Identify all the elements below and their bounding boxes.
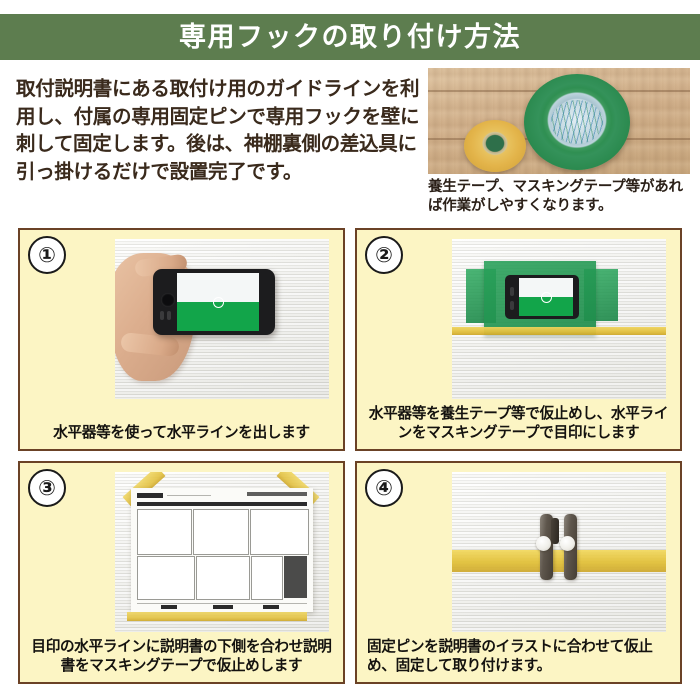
pin-head-icon	[536, 536, 551, 551]
level-screen-bottom	[519, 297, 573, 316]
step-caption-2: 水平器等を養生テープ等で仮止めし、水平ラインをマスキングテープで目印にします	[368, 405, 669, 441]
sheet-mark	[161, 605, 177, 609]
sheet-cell	[196, 556, 250, 600]
level-app-screen	[519, 278, 573, 316]
masking-tape-line	[452, 327, 666, 335]
sheet-cell	[250, 509, 309, 555]
step-caption-1: 水平器等を使って水平ラインを出します	[53, 424, 310, 441]
sheet-mark	[263, 605, 279, 609]
green-tape-roll-icon	[524, 74, 630, 170]
step-panel-2: ② 水平器等を養生テープ等で仮止めし、水平ラインを	[355, 228, 682, 451]
step-number-4: ④	[365, 469, 403, 507]
header-band: 専用フックの取り付け方法	[0, 14, 700, 60]
camera-icon	[161, 293, 175, 307]
sheet-cell-dark	[284, 556, 307, 598]
tape-note-block: 養生テープ、マスキングテープ等があれば作業がしやすくなります。	[428, 68, 690, 216]
sheet-section-bar	[137, 502, 307, 506]
intro-block: 取付説明書にある取付け用のガイドラインを利用し、付属の専用固定ピンで専用フックを…	[16, 76, 420, 187]
sheet-mark	[213, 605, 233, 609]
step-number-3: ③	[28, 469, 66, 507]
sheet-cell	[137, 556, 195, 600]
sheet-text-line	[167, 495, 211, 496]
instruction-sheet	[131, 488, 313, 612]
step-photo-3	[115, 472, 329, 632]
sheet-heading	[137, 493, 163, 498]
hook-body	[551, 518, 559, 544]
bottom-masking-tape	[127, 612, 307, 621]
phone-button-icon	[167, 311, 171, 320]
sheet-cell	[193, 509, 249, 555]
step-photo-2	[452, 239, 666, 399]
sheet-fold-line	[137, 603, 307, 604]
step-photo-4	[452, 472, 666, 632]
page-title: 専用フックの取り付け方法	[179, 21, 521, 52]
step-photo-1	[115, 239, 329, 399]
level-bubble-icon	[541, 292, 552, 303]
step-panel-4: ④ 固定ピンを説明書のイラストに合わせて仮止め、固定して取り付けます。	[355, 461, 682, 684]
step-panel-3: ③	[18, 461, 345, 684]
phone-button-icon	[510, 287, 514, 296]
masking-tape-line	[452, 550, 666, 572]
tape-note-caption: 養生テープ、マスキングテープ等があれば作業がしやすくなります。	[428, 179, 683, 214]
level-app-screen	[177, 273, 259, 331]
sheet-cell	[137, 509, 192, 555]
step-caption-4: 固定ピンを説明書のイラストに合わせて仮止め、固定して取り付けます。	[367, 638, 653, 674]
pin-head-icon	[560, 536, 575, 551]
masking-tape-roll-icon	[464, 120, 526, 172]
intro-text: 取付説明書にある取付け用のガイドラインを利用し、付属の専用固定ピンで専用フックを…	[16, 79, 420, 184]
smartphone	[505, 275, 579, 319]
steps-grid: ① 水平器等を使って水平ラインを出します	[18, 228, 682, 684]
step-number-1: ①	[28, 236, 66, 274]
sheet-heading	[247, 492, 307, 496]
level-screen-top	[519, 278, 573, 297]
sheet-cell	[251, 556, 283, 600]
smartphone	[153, 269, 275, 335]
phone-button-icon	[160, 311, 164, 320]
step-panel-1: ① 水平器等を使って水平ラインを出します	[18, 228, 345, 451]
step-caption-3: 目印の水平ラインに説明書の下側を合わせ説明書をマスキングテープで仮止めします	[31, 638, 332, 674]
phone-button-icon	[510, 301, 514, 310]
level-bubble-icon	[213, 297, 224, 308]
step-number-2: ②	[365, 236, 403, 274]
tape-photo	[428, 68, 690, 174]
